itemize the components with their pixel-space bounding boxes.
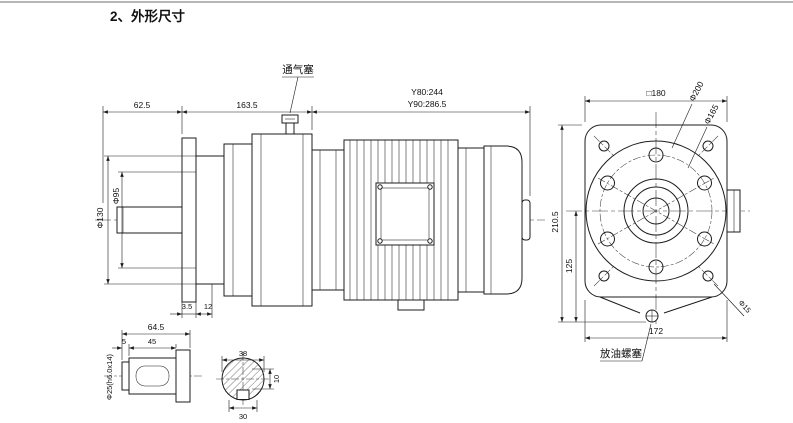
dim-10: 10 bbox=[272, 375, 281, 383]
dim-phi200: Φ200 bbox=[687, 79, 706, 102]
dim-38: 38 bbox=[239, 349, 247, 358]
motor-nameplate bbox=[375, 182, 435, 246]
side-tab bbox=[726, 189, 741, 233]
vent-plug bbox=[281, 114, 299, 135]
bolt-circle bbox=[599, 154, 713, 268]
vent-plug-callout: 通气塞 bbox=[282, 63, 314, 114]
motor-body bbox=[311, 139, 531, 311]
shaft-detail-dimensions: 64.5 5 45 bbox=[112, 322, 191, 360]
dim-3-5: 3.5 bbox=[182, 302, 192, 311]
shaft-end-cap bbox=[521, 199, 531, 241]
gear-housing bbox=[181, 133, 313, 307]
output-shaft bbox=[116, 206, 183, 234]
corner-mounting-holes bbox=[593, 135, 719, 287]
dim-172: 172 bbox=[649, 326, 663, 336]
vent-plug-label: 通气塞 bbox=[282, 63, 314, 76]
drain-plug-label: 放油螺塞 bbox=[600, 347, 642, 360]
key-section-dimensions: 38 30 10 bbox=[221, 349, 281, 421]
drain-area bbox=[599, 296, 713, 323]
front-view-width-dimension: 172 bbox=[584, 300, 728, 342]
outer-flange-circle bbox=[585, 140, 727, 282]
dim-45: 45 bbox=[148, 337, 156, 346]
dim-5: 5 bbox=[122, 337, 126, 346]
dim-12: 12 bbox=[204, 302, 212, 311]
dim-phi15: Φ15 bbox=[737, 298, 753, 315]
dim-phi165: Φ165 bbox=[702, 102, 721, 125]
dim-phi95: Φ95 bbox=[111, 188, 121, 205]
page-title: 2、外形尺寸 bbox=[110, 8, 186, 24]
shaft-spec-label: Φ25(h6.0x14) bbox=[105, 353, 114, 400]
side-view-top-dimensions: 62.5 163.5 Y80:244 Y90:286.5 bbox=[102, 87, 531, 203]
keyway-notch bbox=[236, 389, 250, 400]
keyway-slot bbox=[135, 365, 170, 387]
dim-62-5: 62.5 bbox=[134, 100, 151, 110]
square-dimension: □180 bbox=[584, 88, 728, 122]
corner-hole-callout: Φ15 bbox=[713, 283, 753, 317]
side-view: 通气塞 bbox=[95, 63, 545, 318]
dim-125: 125 bbox=[564, 259, 574, 273]
drain-plug-callout: 放油螺塞 bbox=[600, 323, 652, 362]
side-view-diameter-dimensions: Φ130 Φ95 bbox=[95, 155, 196, 285]
fan-cover bbox=[483, 145, 523, 295]
dim-square-180: □180 bbox=[646, 88, 666, 98]
center-bore bbox=[623, 178, 689, 244]
dim-y80-244: Y80:244 bbox=[411, 87, 443, 97]
dim-163-5: 163.5 bbox=[236, 100, 258, 110]
shaft-detail: Φ25(h6.0x14) 64.5 5 45 bbox=[104, 322, 204, 403]
front-view: 放油螺塞 Φ200 Φ165 Φ15 □180 210.5 bbox=[550, 79, 753, 362]
front-view-height-dimensions: 210.5 125 bbox=[550, 124, 646, 323]
dim-y90-286-5: Y90:286.5 bbox=[408, 99, 447, 109]
motor-rear-bell bbox=[457, 147, 485, 293]
dim-phi130: Φ130 bbox=[95, 207, 105, 228]
flange-circle-callouts: Φ200 Φ165 bbox=[671, 79, 721, 169]
dim-210-5: 210.5 bbox=[550, 211, 560, 233]
key-section-detail: 38 30 10 bbox=[216, 349, 281, 421]
flange-thickness-dimensions: 3.5 12 bbox=[170, 284, 213, 318]
dim-30: 30 bbox=[239, 412, 247, 421]
dim-64-5: 64.5 bbox=[148, 322, 165, 332]
bolt-holes bbox=[600, 147, 712, 275]
motor-foot bbox=[397, 299, 425, 311]
